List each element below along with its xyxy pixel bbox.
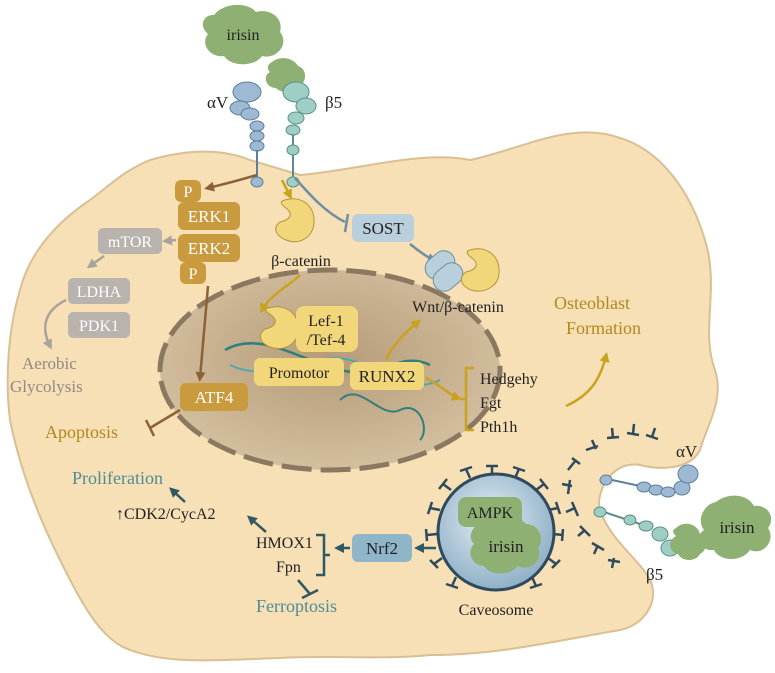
mtor-label: mTOR bbox=[108, 234, 152, 251]
gene-hedgehy: Hedgehy bbox=[480, 371, 538, 388]
nrf2-box bbox=[352, 534, 412, 562]
sost-label: SOST bbox=[362, 219, 404, 238]
nrf2-label: Nrf2 bbox=[366, 539, 398, 558]
osteoblast-label-line1: Osteoblast bbox=[554, 293, 630, 313]
osteoblast-label-line2: Formation bbox=[566, 318, 641, 338]
lef1-label: Lef-1 bbox=[308, 313, 344, 330]
arrow-genes-osteoblast bbox=[565, 352, 610, 408]
ldha-label: LDHA bbox=[77, 284, 122, 301]
arrow-betacatenin-lef bbox=[260, 274, 301, 314]
phospho-bottom-box bbox=[180, 262, 206, 284]
inhibit-atf4-apoptosis bbox=[149, 408, 181, 430]
wnt-betacatenin-label: Wnt/β-catenin bbox=[412, 299, 504, 316]
arrow-erk-mtor bbox=[162, 235, 177, 246]
hmox1-label: HMOX1 bbox=[256, 535, 313, 552]
betacatenin-label: β-catenin bbox=[271, 253, 331, 270]
nrf2-bracket bbox=[316, 533, 330, 577]
atf4-label: ATF4 bbox=[195, 388, 234, 407]
arrow-runx2-genes bbox=[425, 376, 462, 401]
proliferation-label: Proliferation bbox=[72, 468, 163, 488]
erk1-label: ERK1 bbox=[188, 207, 231, 226]
arrow-erk-atf4 bbox=[195, 285, 210, 382]
integrin-beta5-top bbox=[282, 81, 317, 188]
arrow-mtor-ldha bbox=[86, 254, 105, 269]
ldha-box bbox=[68, 278, 130, 304]
erk2-label: ERK2 bbox=[188, 239, 231, 258]
aerobic-label: Aerobic bbox=[22, 354, 77, 373]
integrin-alphav-top bbox=[229, 81, 265, 188]
dna-strand bbox=[339, 393, 425, 441]
sost-box bbox=[352, 214, 414, 242]
beta5-label-right: β5 bbox=[646, 565, 663, 584]
apoptosis-label: Apoptosis bbox=[45, 422, 118, 442]
mtor-box bbox=[98, 228, 162, 254]
runx2-label: RUNX2 bbox=[359, 367, 416, 386]
lef-tef-box bbox=[296, 306, 358, 352]
caveosome-irisin-label: irisin bbox=[489, 537, 524, 556]
runx2-box bbox=[350, 362, 424, 390]
ampk-box bbox=[458, 497, 522, 527]
irisin-label-top: irisin bbox=[227, 27, 260, 44]
gene-fgt: Fgt bbox=[480, 395, 502, 412]
arrow-pdk-glycolysis bbox=[42, 298, 67, 350]
alphav-label-top: αV bbox=[207, 93, 229, 112]
inhibit-fpn-ferroptosis bbox=[297, 579, 311, 595]
beta5-label-top: β5 bbox=[325, 93, 342, 112]
pdk1-box bbox=[68, 312, 130, 338]
ferroptosis-label: Ferroptosis bbox=[256, 596, 337, 616]
alphav-label-right: αV bbox=[676, 442, 698, 461]
arrow-receptor-betacatenin bbox=[280, 179, 292, 200]
promotor-box bbox=[254, 358, 344, 386]
irisin-protein-right bbox=[699, 495, 772, 559]
arrow-runx2-wnt bbox=[384, 319, 422, 361]
cdk-label: ↑CDK2/CycA2 bbox=[116, 506, 216, 523]
fpn-label: Fpn bbox=[276, 559, 301, 576]
wnt-betacatenin-shape bbox=[460, 248, 500, 292]
ampk-label: AMPK bbox=[467, 505, 514, 522]
irisin-protein-top bbox=[202, 4, 284, 65]
erk2-box bbox=[178, 234, 240, 262]
glycolysis-label: Glycolysis bbox=[10, 377, 83, 396]
tef4-label: /Tef-4 bbox=[307, 332, 346, 349]
irisin-label-right: irisin bbox=[720, 518, 755, 537]
promotor-label: Promotor bbox=[269, 365, 330, 382]
wnt-shape bbox=[432, 262, 464, 292]
irisin-bound-blob-right bbox=[670, 523, 706, 560]
caveosome-irisin bbox=[470, 515, 542, 574]
caveosome-label: Caveosome bbox=[459, 602, 534, 619]
integrin-alphav-right bbox=[599, 464, 699, 498]
atf4-box bbox=[180, 383, 248, 411]
arrow-hmox1-cdk bbox=[246, 515, 267, 533]
membrane-pocket-spikes bbox=[561, 423, 659, 569]
arrow-cdk-proliferation bbox=[169, 487, 186, 503]
phospho-top-box bbox=[175, 180, 201, 202]
phospho-top-label: P bbox=[184, 184, 193, 201]
betacatenin-shape bbox=[275, 198, 315, 243]
erk1-box bbox=[178, 202, 240, 230]
caveosome-spikes bbox=[424, 464, 565, 590]
genes-bracket bbox=[460, 366, 474, 432]
pdk1-label: PDK1 bbox=[79, 318, 119, 335]
phospho-bottom-label: P bbox=[189, 266, 198, 283]
inhibit-receptor-sost bbox=[294, 177, 346, 224]
arrow-receptor-erk bbox=[204, 173, 258, 192]
gene-pth1h: Pth1h bbox=[480, 419, 517, 436]
